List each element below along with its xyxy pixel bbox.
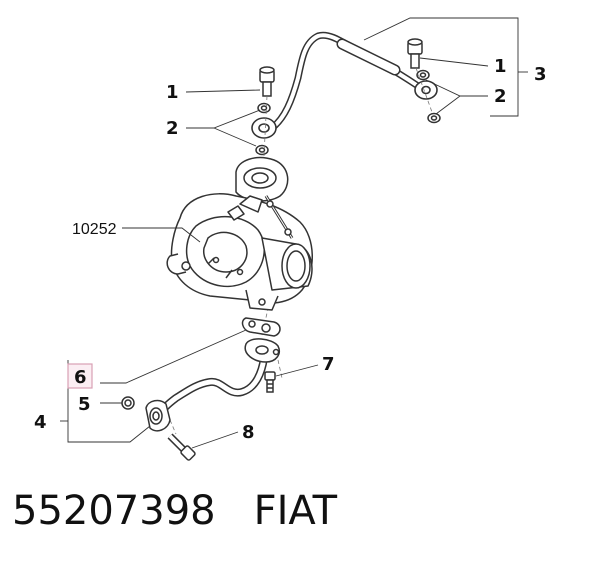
callout-8: 8 <box>242 422 255 443</box>
callout-3: 3 <box>534 64 547 85</box>
callout-2-left: 2 <box>166 118 179 139</box>
gasket-plate <box>241 317 281 337</box>
callout-5: 5 <box>78 394 91 415</box>
callout-1-left: 1 <box>166 82 179 103</box>
callout-2-right: 2 <box>494 86 507 107</box>
part-caption: 55207398 FIAT <box>12 488 337 548</box>
callout-7: 7 <box>322 354 335 375</box>
part-number: 55207398 <box>12 488 216 534</box>
banjo-fitting-right <box>414 80 438 100</box>
oil-return-pipe <box>156 354 268 418</box>
bolt-right <box>407 38 423 69</box>
parts-diagram: 1 2 1 2 3 10252 6 5 4 7 8 <box>34 17 547 461</box>
washers <box>255 69 441 156</box>
callout-10252: 10252 <box>72 221 117 238</box>
bolt-item-8 <box>167 433 196 461</box>
bolt-left <box>259 66 275 97</box>
return-pipe-flange <box>244 338 280 363</box>
banjo-fitting-left <box>251 117 277 139</box>
return-pipe-fitting <box>145 399 171 432</box>
callout-6-highlight <box>67 363 93 389</box>
bolt-item-7 <box>264 371 276 393</box>
oil-feed-pipe <box>268 31 422 132</box>
callout-6: 6 <box>74 367 87 388</box>
callout-1-right: 1 <box>494 56 507 77</box>
o-ring <box>121 396 135 410</box>
leader-lines <box>60 17 528 449</box>
callout-4: 4 <box>34 412 47 433</box>
brand-name: FIAT <box>253 488 338 534</box>
turbocharger <box>166 156 313 311</box>
